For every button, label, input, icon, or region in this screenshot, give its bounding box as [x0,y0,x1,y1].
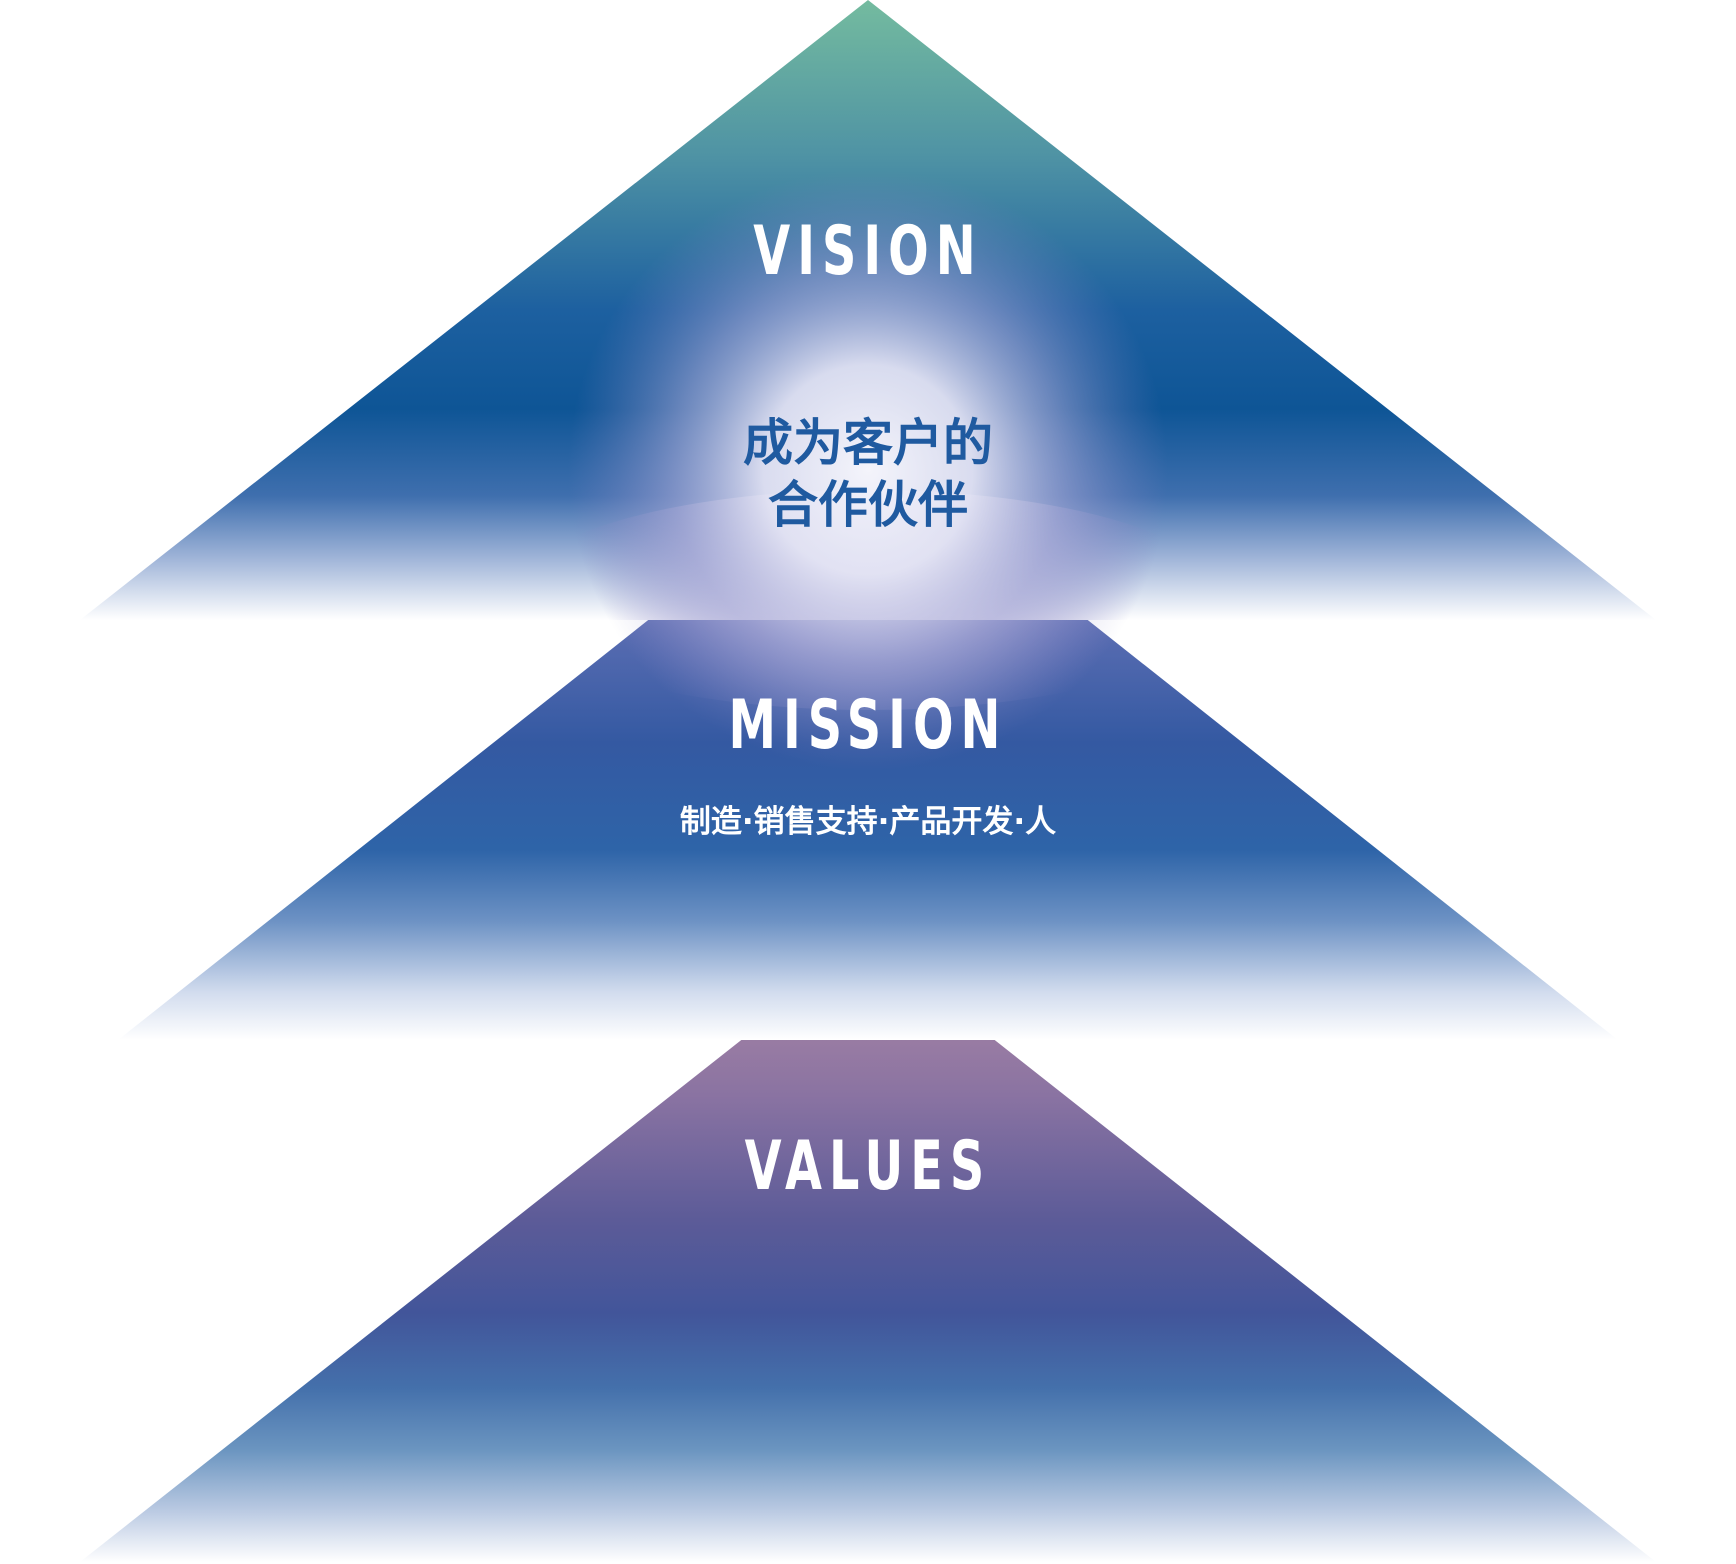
mission-heading: MISSION [728,686,1008,765]
vision-tagline: 成为客户的 合作伙伴 [0,412,1736,536]
mission-subtitle: 制造·销售支持·产品开发·人 [679,804,1057,840]
vision-tagline-line1: 成为客户的 [743,414,993,472]
values-heading: VALUES [744,1127,992,1206]
values-triangle [80,940,1656,1562]
vision-heading: VISION [753,212,983,291]
vision-tagline-line2: 合作伙伴 [768,476,968,534]
